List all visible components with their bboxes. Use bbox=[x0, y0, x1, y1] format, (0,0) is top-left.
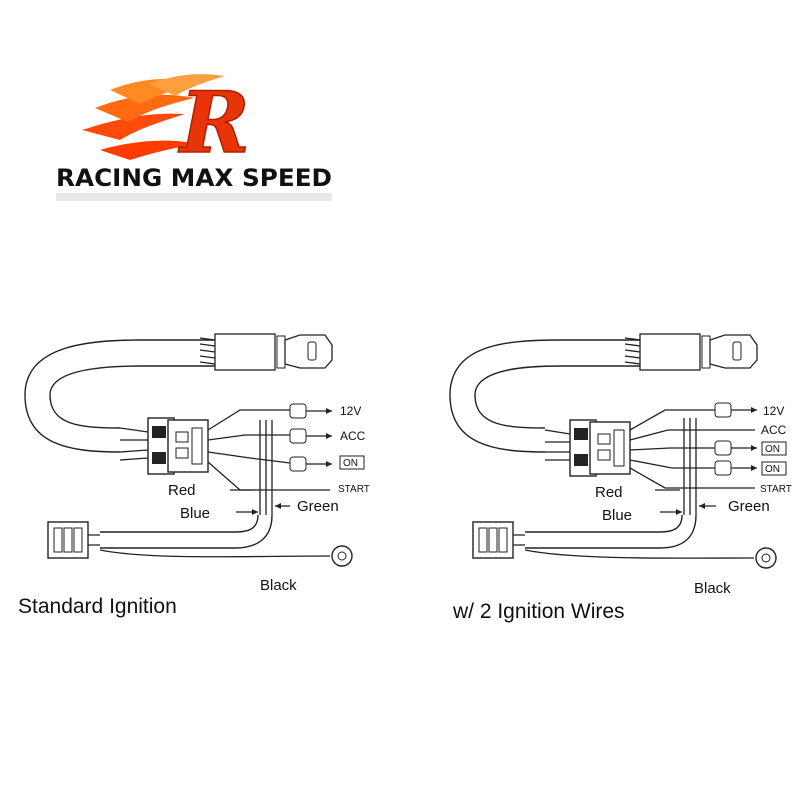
plug-connector bbox=[472, 521, 514, 559]
logo-letter: R bbox=[178, 73, 250, 172]
terminal-label-12v: 12V bbox=[763, 404, 784, 418]
terminal-label-on-2: ON bbox=[765, 464, 780, 475]
wire-label-red: Red bbox=[168, 482, 196, 499]
terminal-label-12v: 12V bbox=[340, 404, 361, 418]
flame-icon bbox=[82, 74, 225, 160]
diagram-caption: Standard Ignition bbox=[18, 595, 177, 618]
ignition-key-head bbox=[276, 335, 286, 369]
fuse-holder-on-1 bbox=[714, 440, 757, 456]
diagram-standard-ignition: 12V ACC ON START Red Blue Green Black St… bbox=[18, 333, 370, 618]
fuse-holder-on bbox=[289, 456, 332, 472]
terminal-on-box-2 bbox=[761, 461, 787, 476]
fuse-holder-acc bbox=[289, 428, 332, 444]
wire-label-blue: Blue bbox=[602, 507, 632, 524]
terminal-label-start: START bbox=[760, 484, 792, 495]
brand-reflection bbox=[56, 193, 332, 201]
wire-label-black: Black bbox=[260, 577, 297, 594]
terminal-label-acc: ACC bbox=[761, 423, 787, 437]
plug-connector bbox=[47, 521, 89, 559]
terminal-label-start: START bbox=[338, 484, 370, 495]
connector-block bbox=[147, 417, 209, 475]
fuse-holder-on-2 bbox=[714, 460, 757, 476]
wire-label-green: Green bbox=[728, 498, 770, 515]
diagram-two-ignition-wires: 12V ACC ON ON START Red Blue Green Black… bbox=[449, 333, 792, 623]
fuse-holder-12v bbox=[289, 403, 332, 419]
wire-label-blue: Blue bbox=[180, 505, 210, 522]
terminal-on-box-1 bbox=[761, 441, 787, 456]
ignition-switch-body bbox=[639, 333, 701, 371]
terminal-label-on: ON bbox=[343, 458, 358, 469]
ignition-key-head bbox=[701, 335, 711, 369]
wire-label-black: Black bbox=[694, 580, 731, 597]
terminal-on-box bbox=[339, 455, 365, 470]
terminal-label-acc: ACC bbox=[340, 429, 366, 443]
brand-name: RACING MAX SPEED bbox=[56, 164, 332, 192]
wire-label-green: Green bbox=[297, 498, 339, 515]
ignition-switch-body bbox=[214, 333, 276, 371]
fuse-holder-12v bbox=[714, 402, 757, 418]
wire-label-red: Red bbox=[595, 484, 623, 501]
connector-block bbox=[569, 419, 631, 477]
diagram-caption: w/ 2 Ignition Wires bbox=[452, 600, 625, 623]
brand-logo: R RACING MAX SPEED bbox=[56, 72, 332, 201]
terminal-label-on-1: ON bbox=[765, 444, 780, 455]
